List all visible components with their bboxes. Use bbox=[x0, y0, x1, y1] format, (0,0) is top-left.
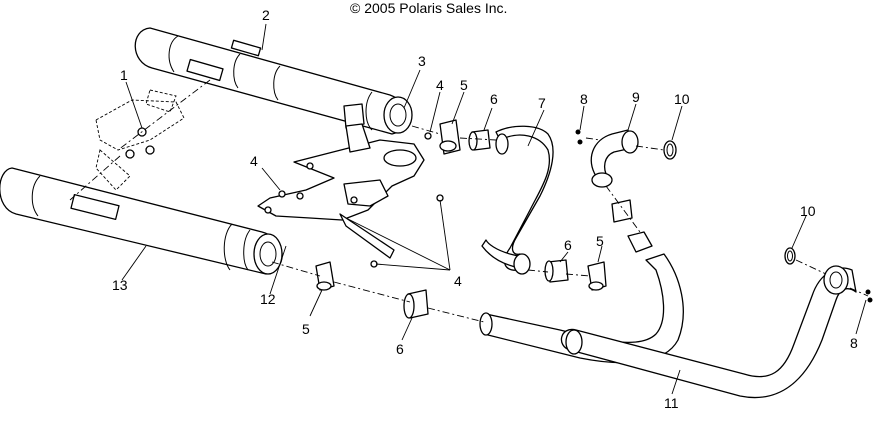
gasket-upper bbox=[663, 140, 677, 160]
callout-8-top: 8 bbox=[580, 91, 588, 107]
callout-10-top: 10 bbox=[674, 91, 690, 107]
callout-5-top: 5 bbox=[460, 77, 468, 93]
callout-6-mid: 6 bbox=[564, 237, 572, 253]
seals bbox=[403, 129, 633, 319]
callout-4-top: 4 bbox=[436, 77, 444, 93]
lower-muffler bbox=[0, 167, 283, 275]
head-pipe-front bbox=[481, 125, 554, 275]
callout-6-bottom: 6 bbox=[396, 341, 404, 357]
callout-numbers: 1 2 3 4 4 4 5 5 5 6 6 6 7 8 8 9 10 10 11… bbox=[112, 7, 858, 411]
mounting-bracket bbox=[257, 103, 425, 259]
callout-8-right: 8 bbox=[850, 335, 858, 351]
callout-12: 12 bbox=[260, 291, 276, 307]
callout-3: 3 bbox=[418, 53, 426, 69]
callout-4-left: 4 bbox=[250, 153, 258, 169]
alignment-lines bbox=[69, 79, 869, 323]
fasteners bbox=[125, 127, 444, 268]
callout-6-top: 6 bbox=[490, 91, 498, 107]
callout-11: 11 bbox=[664, 395, 679, 411]
callout-1: 1 bbox=[120, 67, 128, 83]
frame-ghost bbox=[95, 89, 185, 191]
leader-lines bbox=[121, 23, 867, 395]
callout-2: 2 bbox=[262, 7, 270, 23]
gasket-lower bbox=[784, 247, 796, 265]
elbow-pipe bbox=[590, 129, 639, 188]
callout-7: 7 bbox=[538, 95, 546, 111]
callout-5-bottom: 5 bbox=[302, 321, 310, 337]
springs bbox=[575, 129, 873, 303]
callout-13: 13 bbox=[112, 277, 128, 293]
copyright-text: © 2005 Polaris Sales Inc. bbox=[350, 0, 507, 16]
callout-10-right: 10 bbox=[800, 203, 816, 219]
crossover-pipe bbox=[560, 265, 857, 399]
callout-5-mid: 5 bbox=[596, 233, 604, 249]
upper-muffler bbox=[134, 27, 413, 135]
clamps bbox=[315, 119, 653, 291]
callout-4-bottom: 4 bbox=[454, 273, 462, 289]
callout-9: 9 bbox=[632, 89, 640, 105]
